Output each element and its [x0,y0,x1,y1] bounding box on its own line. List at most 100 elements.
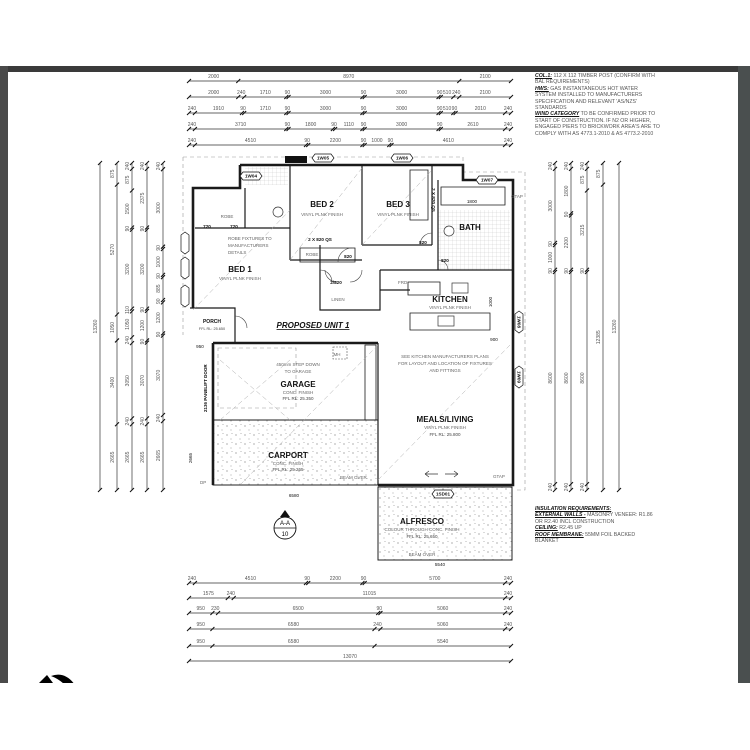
dimension-tick [215,610,221,616]
dimension-label: 11015 [363,591,377,597]
dimension-tick [436,94,441,100]
direction-arrows [424,470,459,478]
alfresco-width: 5540 [435,562,446,567]
dimension-tick [502,126,508,132]
dimension-tick [160,166,166,172]
dimension-tick [129,188,135,193]
dimension-tick [97,160,103,166]
dimension-tick [235,94,241,100]
dimension-label: 3000 [320,90,331,96]
dimension-label: 90 [140,226,146,232]
bed3-finish: VINYL PLNK FINISH [377,212,419,217]
dimension-label: 1710 [260,90,271,96]
window-tag-label: 1W08 [516,316,521,328]
dimension-label: 510 [443,90,452,96]
bed2-finish: VINYL PLNK FINISH [301,212,343,217]
gtap-label-bath: GTAP [511,194,523,199]
dimension-tick [225,595,231,601]
dimension-tick [144,415,150,421]
dimension-label: 1050 [110,322,116,333]
window-tag-label: 1W09 [516,371,521,383]
dimension-label: 2100 [480,74,491,80]
dimension-label: 2200 [330,576,341,582]
dimension-label: 240 [564,483,570,492]
door-820: 820 [344,254,352,259]
dimension-label: 90 [285,90,291,96]
dimension-label: 1800 [305,122,316,128]
dimension-label: 240 [188,122,197,128]
dimension-label: 90 [361,576,367,582]
kitchen-note-1: SEE KITCHEN MANUFACTURERS PLANS [401,354,489,359]
dimension-label: 4610 [443,138,454,144]
dimension-tick [584,188,590,193]
window-tag-hexagon [180,284,190,308]
dimension-label: 90 [548,241,554,247]
dimension-tick [186,595,192,601]
dimension-tick [456,78,462,84]
dimension-label: 90 [304,576,310,582]
viewer-scrollbar[interactable] [738,66,750,683]
dimension-tick [160,274,166,280]
door-720: 720 [230,224,238,229]
dimension-tick [144,166,150,172]
toilet-icon [272,206,284,218]
manhole [332,346,348,360]
dimension-tick [502,110,508,116]
dimension-label: 90 [564,268,570,274]
dimension-label: 3400 [110,377,116,388]
dimension-label: 90 [437,122,443,128]
kitchen-note-2: FOR LAYOUT AND LOCATION OF FIXTURES [398,361,492,366]
door-sizes: 720 720 2 X 820 QS 820 820 820 2/820 2 X… [188,188,498,567]
dimension-tick [144,227,150,233]
dimension-label: 1710 [260,106,271,112]
dimension-label: 1200 [156,312,162,323]
dimension-tick [210,626,215,632]
dimension-tick [508,595,514,601]
dimension-tick [552,242,558,248]
section-sheet: 10 [282,532,289,538]
dimension-tick [552,487,558,493]
dimension-label: 4510 [245,138,256,144]
bath-tiles [438,210,510,270]
meals-finish: VINYL PLNK FINISH [424,425,466,430]
dimension-label: 2610 [467,122,478,128]
dimension-tick [129,225,135,230]
dimension-label: 2665 [125,451,131,462]
dimension-tick [129,166,135,172]
room-bed2: BED 2 [310,200,334,209]
window-tag: 1W07 [475,175,499,185]
dimension-tick [186,610,192,616]
dimension-tick [186,142,192,148]
dimension-tick [584,166,590,172]
label-robe-bed2: ROBE [306,252,319,257]
dimension-label: 240 [140,417,146,426]
dimension-tick [283,126,289,132]
dimension-label: 2000 [208,74,219,80]
dimension-tick [508,142,514,148]
dimension-tick [616,160,622,166]
dimension-tick [286,126,291,132]
dimension-tick [186,658,192,664]
dimension-tick [235,78,241,84]
dimension-label: 3710 [235,122,246,128]
door-720: 720 [203,224,211,229]
logo-fragment [37,673,77,683]
dimension-label: 6580 [288,639,299,645]
dimension-tick [239,110,245,116]
plan-notes: ROBE FIXTURES TO MANUFACTURERS DETAILS S… [200,194,523,557]
dimension-label: 3000 [548,200,554,211]
dimension-label: 240 [140,162,146,171]
dimension-tick [438,94,444,100]
dimension-label: 90 [140,339,146,345]
dimension-label: 875 [580,175,586,184]
dimension-label: 2200 [330,138,341,144]
dimension-label: 90 [361,106,367,112]
dimension-tick [129,334,135,340]
dimension-label: 3000 [156,202,162,213]
dimension-label: 2665 [110,451,116,462]
window-tag-hexagon [180,256,190,280]
dimension-tick [160,299,166,305]
dimension-label: 240 [504,622,513,628]
dimension-tick [186,78,192,84]
